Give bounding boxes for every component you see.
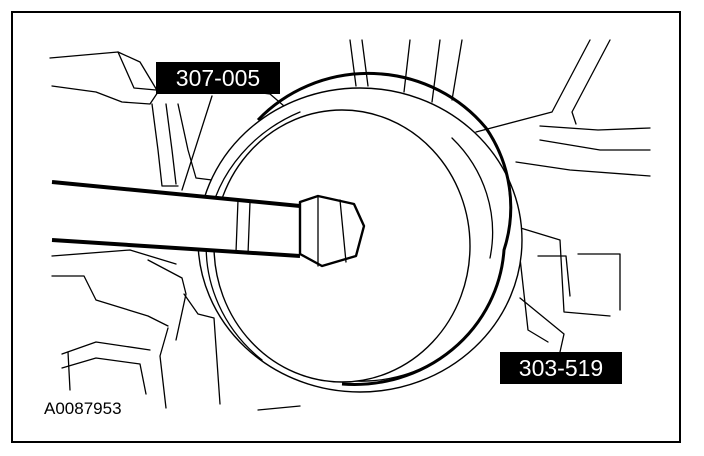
leader-307-005 [181,95,213,191]
callout-label-307-005: 307-005 [176,65,260,91]
hex-bolt-head [298,194,366,268]
callout-303-519: 303-519 [500,352,622,384]
callout-label-303-519: 303-519 [519,355,603,381]
leader-303-519 [519,297,565,353]
handle-307-005 [51,180,366,268]
engine-casting-background [49,39,651,411]
figure-id-label: A0087953 [44,399,122,418]
callout-307-005: 307-005 [156,62,280,94]
leader-lines [181,95,565,353]
